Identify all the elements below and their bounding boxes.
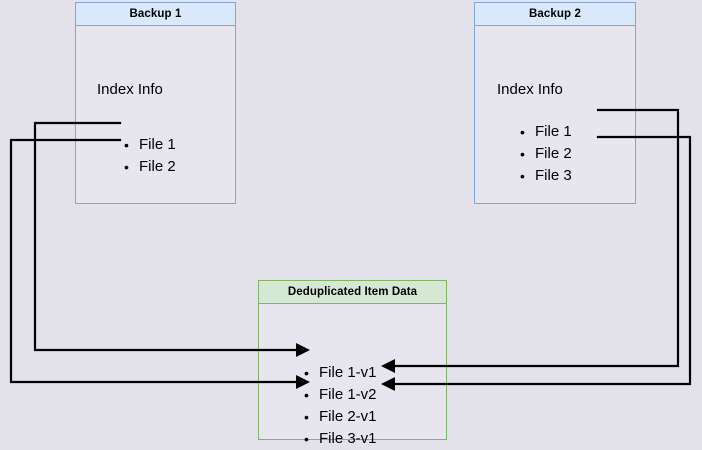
list-item[interactable]: File 2-v1 — [304, 406, 377, 428]
backup-1-title: Backup 1 — [75, 2, 236, 26]
backup-1-index-label: Index Info — [97, 81, 163, 98]
dedup-title: Deduplicated Item Data — [258, 280, 447, 304]
list-item[interactable]: File 2 — [520, 143, 572, 165]
backup-1-node[interactable]: Backup 1 Index Info File 1 File 2 — [75, 2, 236, 204]
list-item[interactable]: File 1-v1 — [304, 362, 377, 384]
backup-1-body: Index Info File 1 File 2 — [75, 26, 236, 204]
deduplicated-item-data-node[interactable]: Deduplicated Item Data File 1-v1 File 1-… — [258, 280, 447, 450]
list-item[interactable]: File 1-v2 — [304, 384, 377, 406]
dedup-body: File 1-v1 File 1-v2 File 2-v1 File 3-v1 — [258, 304, 447, 450]
list-item[interactable]: File 1 — [124, 134, 176, 156]
list-item[interactable]: File 3-v1 — [304, 428, 377, 450]
backup-2-body: Index Info File 1 File 2 File 3 — [474, 26, 636, 204]
dedup-item-list: File 1-v1 File 1-v2 File 2-v1 File 3-v1 — [304, 362, 377, 450]
backup-2-node[interactable]: Backup 2 Index Info File 1 File 2 File 3 — [474, 2, 636, 204]
list-item[interactable]: File 1 — [520, 121, 572, 143]
backup-2-index-label: Index Info — [497, 81, 563, 98]
list-item[interactable]: File 3 — [520, 165, 572, 187]
backup-1-file-list: File 1 File 2 — [124, 134, 176, 178]
list-item[interactable]: File 2 — [124, 156, 176, 178]
backup-2-file-list: File 1 File 2 File 3 — [520, 121, 572, 187]
backup-2-title: Backup 2 — [474, 2, 636, 26]
